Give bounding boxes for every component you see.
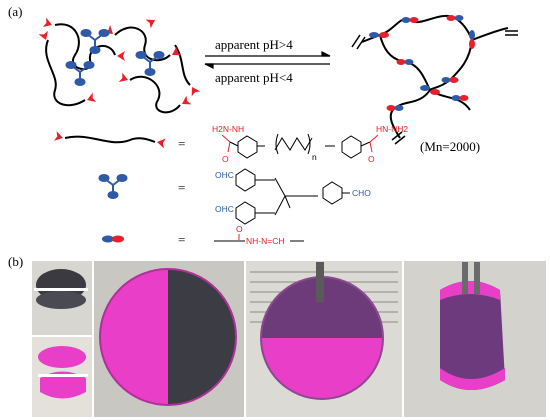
benzene-ring-2	[341, 135, 362, 159]
pegdh-left-o: O	[222, 154, 229, 164]
bond-structure: O NH-N=CH	[214, 224, 304, 246]
cho-right: CHO	[352, 188, 371, 198]
network-crosslinks	[369, 15, 475, 111]
peg-chain	[274, 137, 313, 151]
equilibrium-arrows	[204, 51, 331, 69]
reverse-condition: apparent pH<4	[215, 70, 293, 85]
hydrazide-ends-left	[38, 15, 201, 109]
polymer-coils-left	[45, 23, 191, 114]
cho-top: OHC	[215, 170, 234, 180]
crosslinker-structure: OHC OHC CHO	[215, 168, 371, 225]
equals-sign-3: =	[178, 232, 185, 247]
bond-oxygen: O	[236, 224, 243, 234]
photo-cut-gels	[32, 261, 92, 417]
crosslinkers-left	[65, 29, 165, 86]
legend-bond-symbol	[102, 235, 124, 243]
cho-bottom: OHC	[215, 204, 234, 214]
mn-label: (Mn=2000)	[420, 139, 480, 154]
pegdh-right-group: HN-NH2	[376, 124, 408, 134]
network-break-marks	[351, 30, 518, 145]
equals-sign-2: =	[178, 180, 185, 195]
pegdh-left-group: H2N-NH	[212, 124, 244, 134]
legend-pegdh-symbol	[53, 131, 166, 149]
legend-crosslinker-symbol	[98, 174, 128, 199]
pegdh-right-o: O	[368, 154, 375, 164]
bond-linkage: NH-N=CH	[246, 236, 285, 246]
benzene-ring-1	[237, 135, 258, 159]
panel-b-label: (b)	[8, 254, 23, 269]
photo-healed-disc	[94, 261, 244, 417]
photo-disc-on-text	[246, 261, 402, 417]
subscript-n: n	[312, 152, 317, 162]
forward-condition: apparent pH>4	[215, 37, 293, 52]
equals-sign-1: =	[178, 136, 185, 151]
photo-disc-tweezers	[404, 261, 546, 417]
panel-a-label: (a)	[8, 4, 22, 19]
pegdh-structure: H2N-NH O n O HN-NH2 (Mn=2000)	[212, 124, 480, 164]
